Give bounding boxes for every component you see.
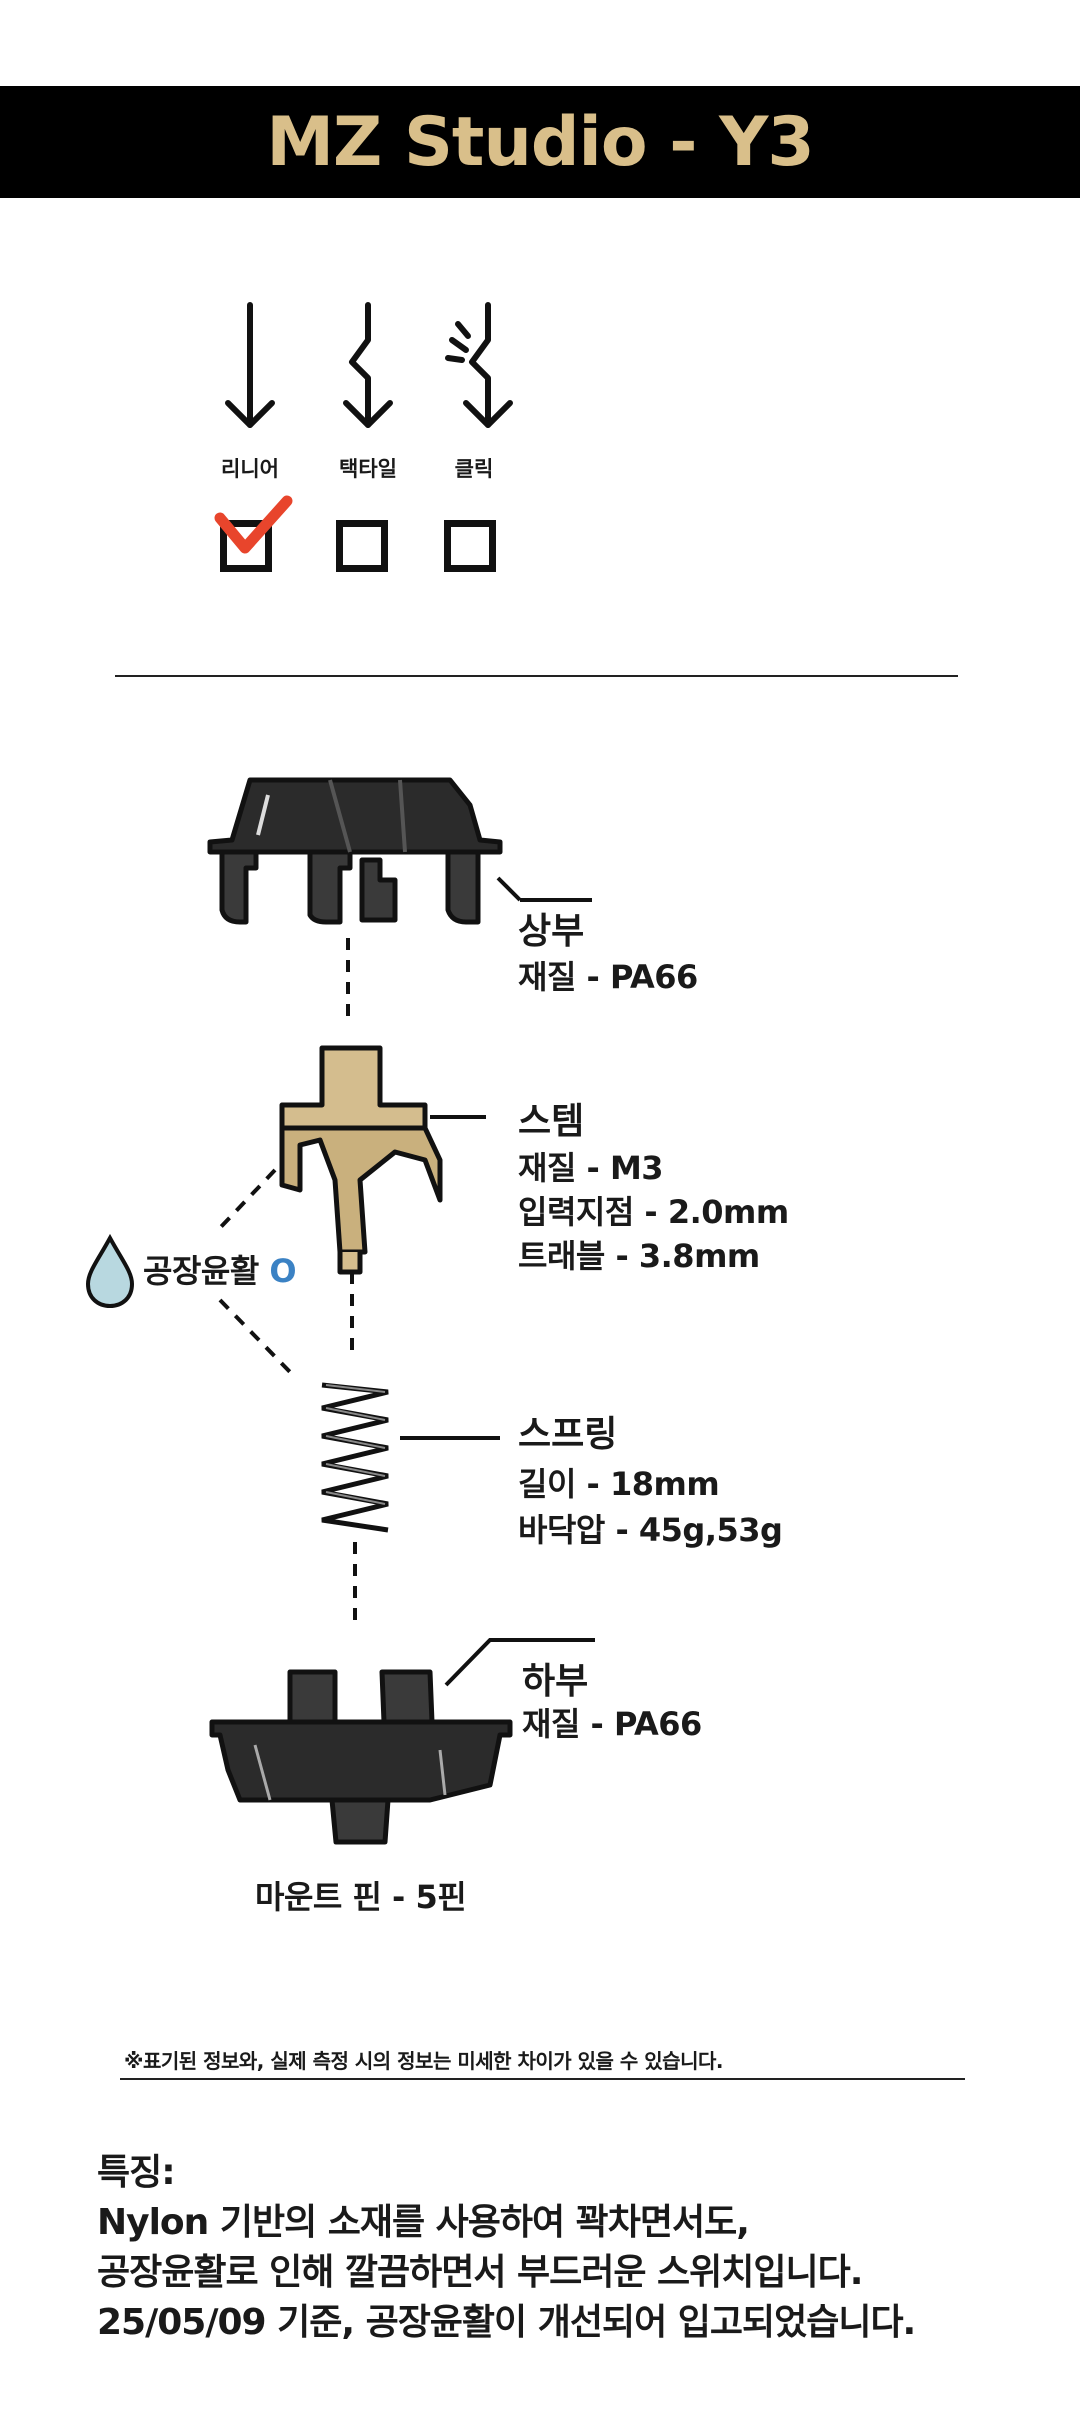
lube-text: 공장윤활 — [143, 1252, 259, 1290]
checkbox-linear[interactable] — [220, 520, 272, 572]
stem-icon — [279, 1045, 443, 1275]
feature-line-1: Nylon 기반의 소재를 사용하여 꽉차면서도, — [97, 2202, 750, 2243]
disclaimer-divider — [120, 2078, 965, 2080]
spec-stem-actuation: 입력지점 - 2.0mm — [518, 1193, 789, 1231]
spec-stem-travel: 트래블 - 3.8mm — [518, 1237, 760, 1275]
title-bar: MZ Studio - Y3 — [0, 86, 1080, 198]
mount-pin-label: 마운트 핀 - 5핀 — [255, 1878, 467, 1916]
spec-spring-force: 바닥압 - 45g,53g — [518, 1511, 783, 1549]
bottom-housing-icon — [209, 1669, 513, 1845]
tactile-arrow-icon — [343, 302, 393, 428]
switch-exploded-diagram — [85, 777, 595, 1845]
checkbox-tactile[interactable] — [336, 520, 388, 572]
lube-drop-icon — [85, 1233, 135, 1309]
type-label-tactile: 택타일 — [339, 457, 397, 481]
top-housing-icon — [207, 777, 503, 925]
checkbox-click[interactable] — [444, 520, 496, 572]
spec-spring-length: 길이 - 18mm — [518, 1465, 720, 1503]
feature-line-3: 25/05/09 기준, 공장윤활이 개선되어 입고되었습니다. — [97, 2302, 916, 2343]
type-label-linear: 리니어 — [221, 457, 279, 481]
features-heading: 특징: — [97, 2152, 176, 2193]
type-label-click: 클릭 — [454, 457, 494, 481]
lube-mark: O — [269, 1252, 297, 1290]
click-arrow-icon — [445, 302, 513, 428]
part-name-bottom: 하부 — [522, 1661, 589, 1702]
feature-line-2: 공장윤활로 인해 깔끔하면서 부드러운 스위치입니다. — [97, 2252, 863, 2293]
part-name-spring: 스프링 — [518, 1414, 618, 1455]
section-divider — [115, 675, 958, 677]
spec-top-material: 재질 - PA66 — [518, 958, 698, 996]
page-title: MZ Studio - Y3 — [266, 102, 814, 182]
part-name-top: 상부 — [518, 911, 585, 952]
spec-stem-material: 재질 - M3 — [518, 1149, 664, 1187]
part-name-stem: 스템 — [518, 1101, 585, 1142]
lube-label: 공장윤활 O — [143, 1249, 297, 1293]
check-mark-icon — [214, 495, 293, 554]
spring-icon — [321, 1382, 389, 1533]
disclaimer: ※표기된 정보와, 실제 측정 시의 정보는 미세한 차이가 있을 수 있습니다… — [124, 2049, 723, 2073]
switch-type-arrows — [225, 302, 513, 428]
spec-bottom-material: 재질 - PA66 — [522, 1705, 702, 1743]
linear-arrow-icon — [225, 302, 275, 428]
